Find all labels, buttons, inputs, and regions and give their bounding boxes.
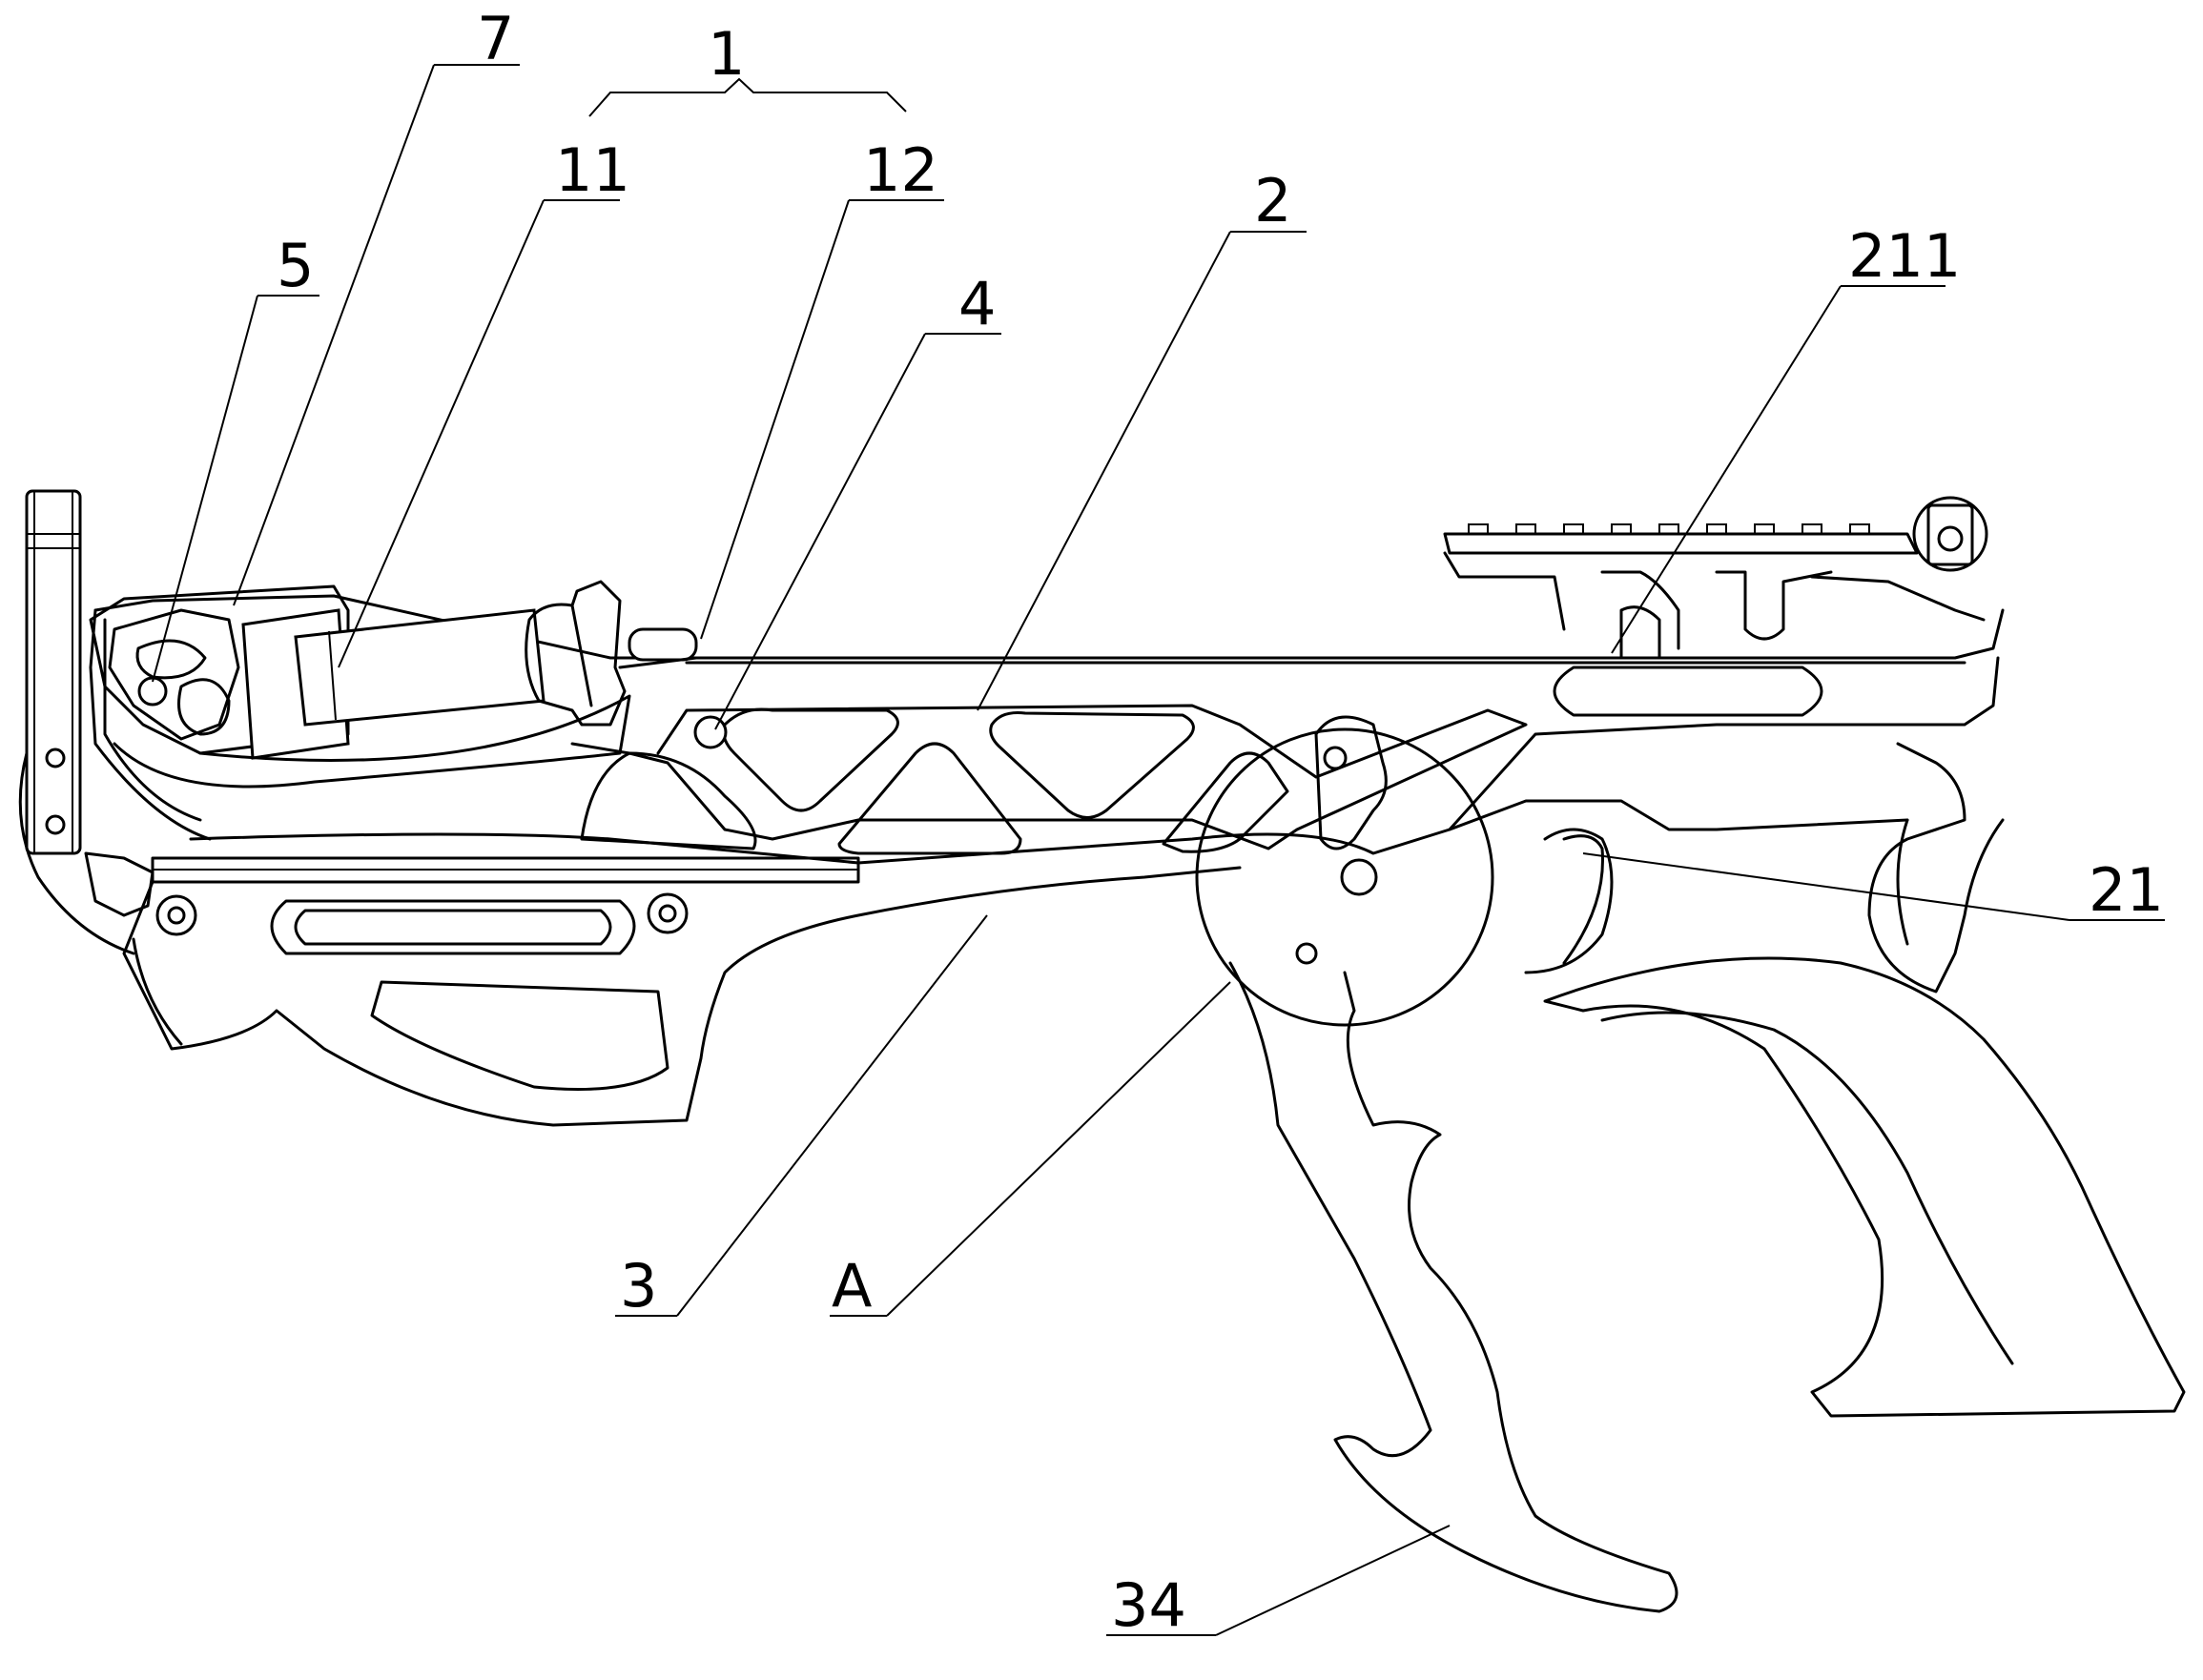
label-part-1: 1 [708, 19, 745, 89]
label-part-211: 211 [1848, 221, 1961, 291]
label-part-34: 34 [1111, 1570, 1186, 1640]
leader-lines [153, 65, 2165, 1635]
label-part-4: 4 [958, 269, 996, 338]
part-211-rail [1445, 498, 1987, 715]
label-part-3: 3 [620, 1251, 657, 1321]
label-part-7: 7 [477, 4, 514, 73]
part-12-holder [526, 582, 696, 725]
bow-mount [20, 491, 153, 953]
label-part-21: 21 [2089, 855, 2164, 925]
part-3-foregrip [124, 868, 1240, 1125]
label-part-12: 12 [863, 135, 938, 205]
label-part-5: 5 [277, 231, 314, 300]
label-part-11: 11 [555, 135, 630, 205]
part-21-grip [1450, 744, 2184, 1416]
part-34-lever [1230, 944, 1677, 1611]
part-11-block [243, 610, 544, 758]
detail-circle-a [1197, 729, 1493, 1025]
label-part-2: 2 [1254, 166, 1291, 236]
label-part-a: A [832, 1251, 872, 1321]
